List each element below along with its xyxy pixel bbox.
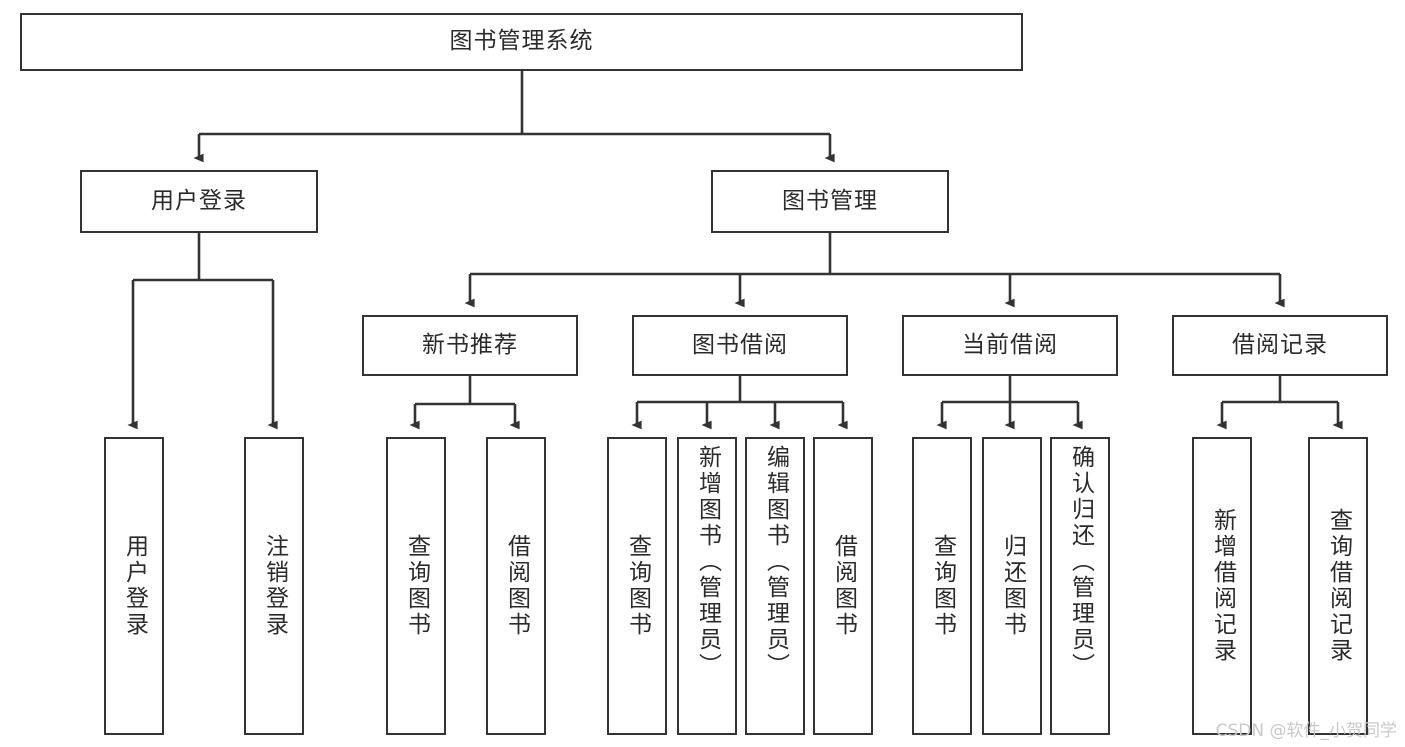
node-label: 编辑图书（管理员） xyxy=(762,445,789,679)
node-root-system[interactable]: 图书管理系统 xyxy=(20,13,1023,71)
node-label: 用户登录 xyxy=(121,534,148,638)
node-book-borrow[interactable]: 图书借阅 xyxy=(632,315,848,376)
node-label: 查询借阅记录 xyxy=(1325,508,1352,664)
node-book-management[interactable]: 图书管理 xyxy=(711,170,949,233)
node-label: 借阅记录 xyxy=(1232,331,1328,358)
leaf-borrow-borrow-book[interactable]: 借阅图书 xyxy=(813,437,873,735)
node-label: 查询图书 xyxy=(403,534,430,638)
node-label: 图书借阅 xyxy=(692,331,788,358)
leaf-borrow-query-book[interactable]: 查询图书 xyxy=(607,437,667,735)
leaf-recommend-borrow-book[interactable]: 借阅图书 xyxy=(486,437,546,735)
node-label: 图书管理系统 xyxy=(449,28,594,55)
node-label: 查询图书 xyxy=(624,534,651,638)
leaf-user-login-logout[interactable]: 注销登录 xyxy=(244,437,304,735)
node-label: 注销登录 xyxy=(261,534,288,638)
node-label: 归还图书 xyxy=(999,534,1026,638)
node-label: 新书推荐 xyxy=(422,331,518,358)
node-label: 确认归还（管理员） xyxy=(1067,445,1094,679)
node-label: 借阅图书 xyxy=(830,534,857,638)
node-label: 借阅图书 xyxy=(503,534,530,638)
leaf-recommend-query-book[interactable]: 查询图书 xyxy=(386,437,446,735)
node-current-borrow[interactable]: 当前借阅 xyxy=(902,315,1118,376)
node-borrow-record[interactable]: 借阅记录 xyxy=(1172,315,1388,376)
node-label: 当前借阅 xyxy=(962,331,1058,358)
node-new-book-recommend[interactable]: 新书推荐 xyxy=(362,315,578,376)
leaf-user-login-login[interactable]: 用户登录 xyxy=(104,437,164,735)
node-label: 图书管理 xyxy=(782,187,878,214)
node-user-login[interactable]: 用户登录 xyxy=(80,170,318,233)
leaf-record-add-record[interactable]: 新增借阅记录 xyxy=(1192,437,1252,735)
csdn-watermark: CSDN @软件_小贺同学 xyxy=(1215,721,1397,741)
leaf-current-return-book[interactable]: 归还图书 xyxy=(982,437,1042,735)
leaf-record-query-record[interactable]: 查询借阅记录 xyxy=(1308,437,1368,735)
leaf-current-query-book[interactable]: 查询图书 xyxy=(912,437,972,735)
node-label: 用户登录 xyxy=(151,187,247,214)
leaf-current-confirm-return-admin[interactable]: 确认归还（管理员） xyxy=(1050,437,1110,735)
node-label: 新增借阅记录 xyxy=(1209,508,1236,664)
node-label: 新增图书（管理员） xyxy=(694,445,721,679)
leaf-borrow-edit-book-admin[interactable]: 编辑图书（管理员） xyxy=(745,437,805,735)
node-label: 查询图书 xyxy=(929,534,956,638)
leaf-borrow-add-book-admin[interactable]: 新增图书（管理员） xyxy=(677,437,737,735)
